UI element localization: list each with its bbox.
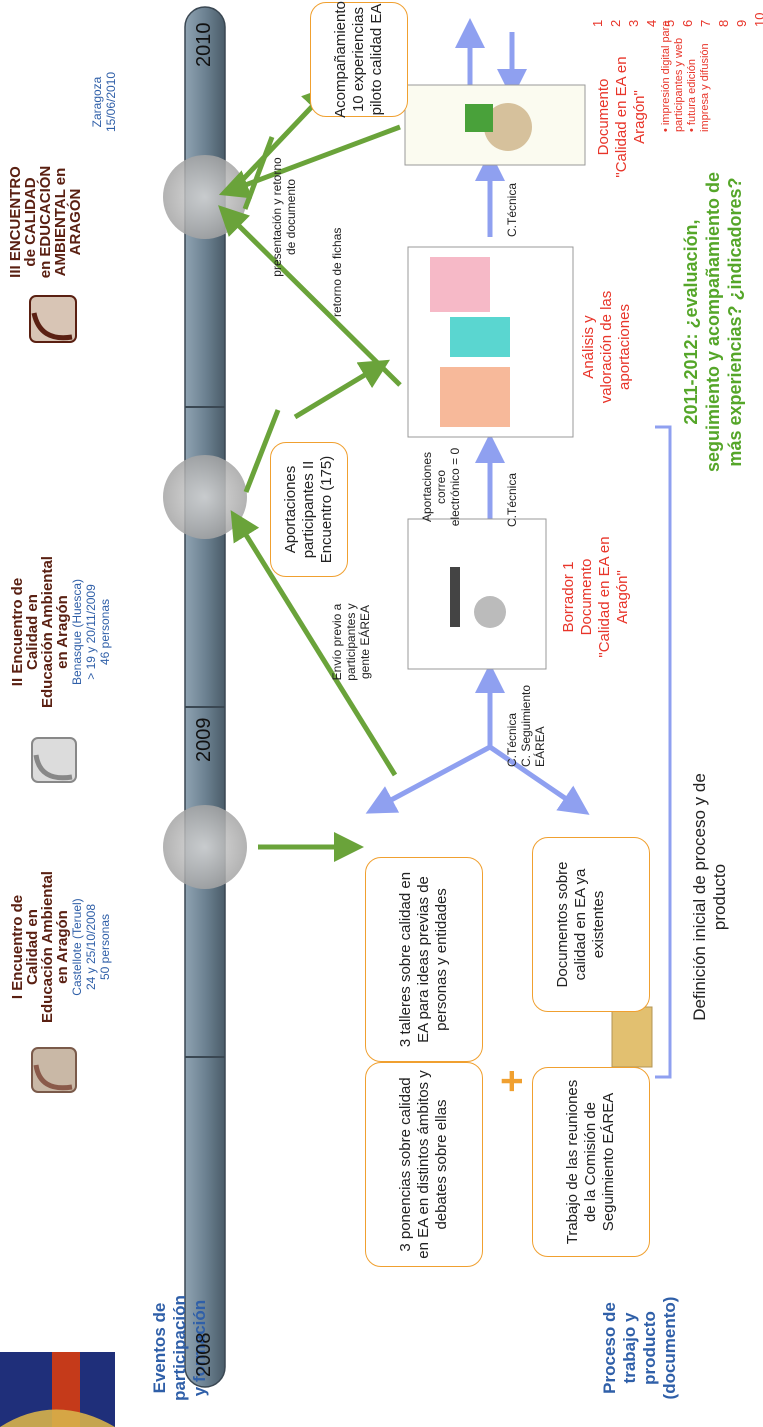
label-ctecnica-1: C.Técnica xyxy=(505,472,519,527)
blue-arrows xyxy=(365,18,590,815)
plus-sign: + xyxy=(490,1069,534,1093)
box-reuniones: Trabajo de las reuniones de la Comisión … xyxy=(532,1067,650,1257)
label-documento: Documento "Calidad en EA en Aragón" xyxy=(595,56,648,178)
timeline-bar xyxy=(184,6,226,1388)
number-3: 3 xyxy=(626,19,641,27)
label-envio: Envío previo a participantes y gente EÁR… xyxy=(330,603,372,681)
row-label-process: Proceso de trabajo y producto (documento… xyxy=(600,1296,679,1400)
box-documentos: Documentos sobre calidad en EA ya existe… xyxy=(532,837,650,1012)
doc-thumb-borrador xyxy=(407,518,547,670)
box-acompanamiento: Acompañamiento 10 experiencias piloto ca… xyxy=(310,1,408,118)
event-2-info: II Encuentro de Calidad en Educación Amb… xyxy=(9,556,112,708)
cea-logo-2 xyxy=(31,737,77,783)
cea-logo-3 xyxy=(29,295,77,343)
year-2009: 2009 xyxy=(193,717,215,763)
box-ponencias: 3 ponencias sobre calidad en EA en disti… xyxy=(365,1062,483,1267)
label-analisis: Análisis y valoración de las aportacione… xyxy=(580,290,633,404)
future-text: 2011-2012: ¿evaluación, seguimiento y ac… xyxy=(681,171,745,473)
number-8: 8 xyxy=(716,19,731,27)
number-1: 1 xyxy=(590,19,605,27)
label-presentacion: presentación y retorno de documento xyxy=(270,157,298,277)
documents-photo xyxy=(611,1006,653,1068)
event-3-info: III ENCUENTRO de CALIDAD en EDUCACIÓN AM… xyxy=(7,165,84,279)
event-disc-2 xyxy=(163,455,247,539)
definition-text: Definición inicial de proceso y de produ… xyxy=(690,773,729,1021)
cea-logo-1 xyxy=(31,1047,77,1093)
definition-bracket xyxy=(655,425,672,1079)
doc-thumb-documento xyxy=(404,84,586,166)
doc-thumb-analisis xyxy=(407,246,574,438)
event-disc-1 xyxy=(163,805,247,889)
label-ctecnica-2: C.Técnica xyxy=(505,182,519,237)
box-talleres: 3 talleres sobre calidad en EA para idea… xyxy=(365,857,483,1062)
event-disc-3 xyxy=(163,155,247,239)
number-4: 4 xyxy=(644,19,659,27)
year-2010: 2010 xyxy=(193,22,215,68)
event-3-details: Zaragoza 15/06/2010 xyxy=(90,71,118,133)
number-2: 2 xyxy=(608,19,623,27)
year-2008: 2008 xyxy=(193,1332,215,1378)
green-arrows xyxy=(218,84,402,862)
label-retorno-fichas: retorno de fichas xyxy=(330,227,344,317)
event-1-info: I Encuentro de Calidad en Educación Ambi… xyxy=(9,871,112,1023)
number-9: 9 xyxy=(734,19,749,27)
label-ctecnica-seguimiento: C.Técnica C. Seguimiento EÁREA xyxy=(505,684,547,767)
label-aportaciones-correo: Aportaciones correo electrónico = 0 xyxy=(420,447,462,527)
label-borrador: Borrador 1 Documento "Calidad en EA en A… xyxy=(560,536,631,658)
number-10: 10 xyxy=(752,12,763,27)
earea-logo xyxy=(0,1352,115,1427)
box-aportaciones: Aportaciones participantes II Encuentro … xyxy=(270,442,348,577)
